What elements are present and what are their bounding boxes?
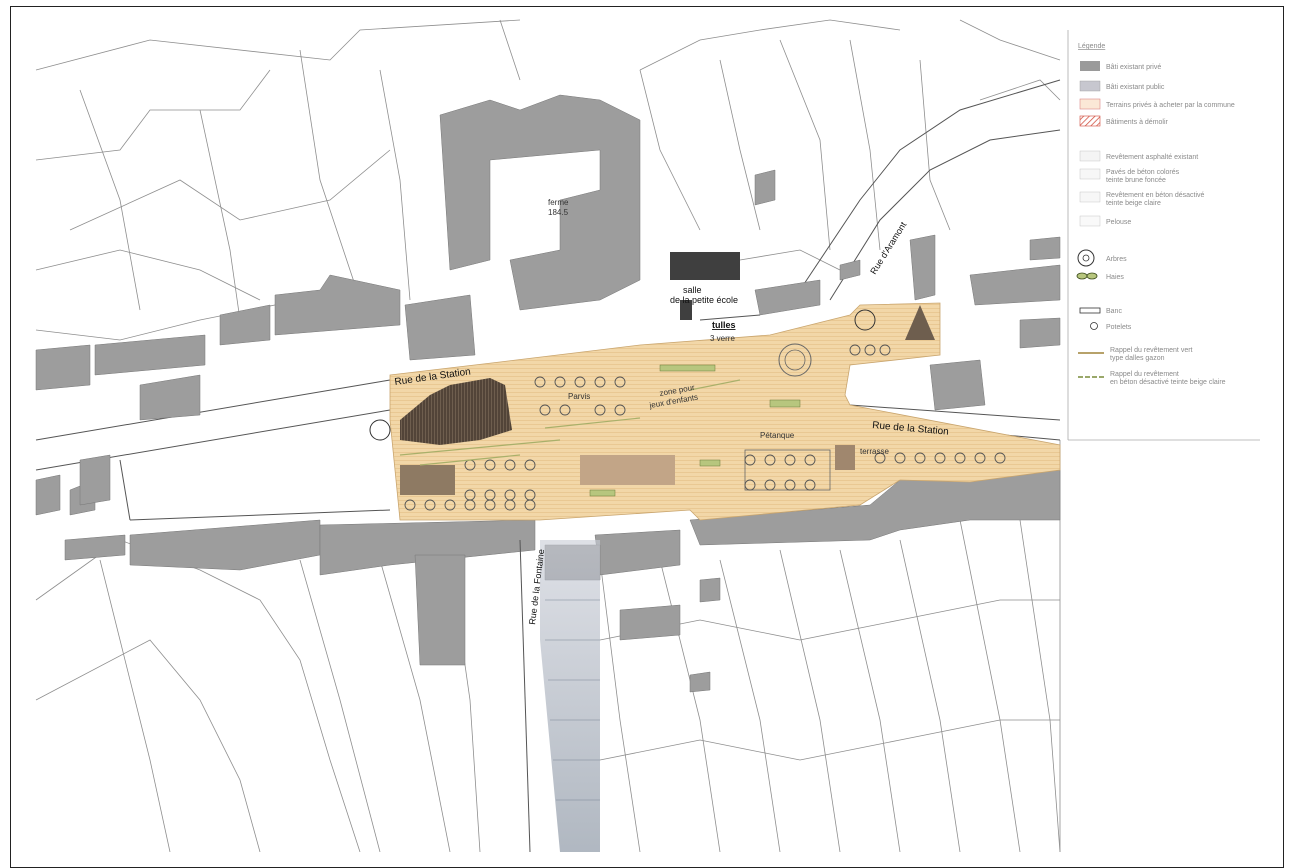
legend-title: Légende [1078, 43, 1105, 50]
salle-label-1: salle [683, 285, 702, 295]
legend-swatch-9 [1079, 215, 1101, 227]
legend-symbol-0: Arbres [1106, 256, 1127, 263]
roundabout [778, 343, 812, 377]
legend-line-0-a: Rappel du revêtement vert [1110, 347, 1193, 354]
legend-item-9: Pelouse [1106, 219, 1131, 226]
legend-symbol-2: Banc [1106, 308, 1122, 315]
legend-item-4: Revêtement asphalté existant [1106, 154, 1198, 161]
legend-swatch-7 [1079, 191, 1101, 203]
legend-swatch-0 [1080, 61, 1100, 71]
tree-icon [1077, 249, 1095, 267]
legend-line-1-a: Rappel du revêtement [1110, 371, 1179, 378]
legend-item-0: Bâti existant privé [1106, 64, 1161, 71]
legend-item-2: Terrains privés à acheter par la commune [1106, 102, 1235, 109]
station-roof [400, 378, 512, 445]
legend-line-0-b: type dalles gazon [1110, 355, 1165, 362]
legend-swatch-1 [1079, 80, 1101, 92]
petanque-label: Pétanque [760, 431, 795, 440]
legend-item-3: Bâtiments à démolir [1106, 119, 1169, 126]
legend-item-1: Bâti existant public [1106, 84, 1165, 91]
legend-item-5: Pavés de béton colorés [1106, 169, 1180, 176]
bench-icon [1079, 307, 1101, 314]
hedge-icon [1076, 272, 1098, 280]
ferme-ref-label: 184.5 [548, 208, 569, 217]
brown-block-1 [400, 465, 455, 495]
legend-panel: Légende Bâti existant privé Bâti existan… [1067, 30, 1260, 441]
hedges [589, 364, 801, 497]
brown-block-2 [580, 455, 675, 485]
ferme-label: ferme [548, 198, 569, 207]
legend-swatch-2 [1079, 98, 1101, 110]
kiosk [905, 305, 935, 340]
brown-block-3 [835, 445, 855, 470]
school-annex [680, 300, 692, 320]
legend-swatch-4 [1079, 150, 1101, 162]
legend-swatch-5 [1079, 168, 1101, 180]
legend-item-7: Revêtement en béton désactivé [1106, 192, 1205, 199]
legend-symbol-3: Potelets [1106, 324, 1132, 331]
legend-line-1-b: en béton désactivé teinte beige claire [1110, 379, 1226, 386]
school-building [670, 252, 740, 280]
tulles-label: tulles [712, 320, 736, 330]
verre-label: 3 verre [710, 334, 735, 343]
legend-item-6: teinte brune foncée [1106, 177, 1166, 184]
green-reminder-lines [399, 379, 741, 466]
fontaine-stairs [540, 540, 600, 852]
legend-symbol-1: Haies [1106, 274, 1124, 281]
plaza-area [389, 302, 1061, 521]
tree-rows [404, 344, 1006, 511]
terrasse-label: terrasse [860, 447, 889, 456]
street-label-aramont: Rue d'Aramont [868, 220, 908, 276]
tree-icon [369, 309, 876, 441]
petanque-court [744, 449, 831, 491]
salle-label-2: de la petite école [670, 295, 738, 305]
bollard-icon [1090, 322, 1098, 330]
parvis-label: Parvis [568, 392, 590, 401]
private-buildings [35, 94, 1061, 693]
legend-swatch-3 [1079, 115, 1101, 127]
legend-item-8: teinte beige claire [1106, 200, 1161, 207]
